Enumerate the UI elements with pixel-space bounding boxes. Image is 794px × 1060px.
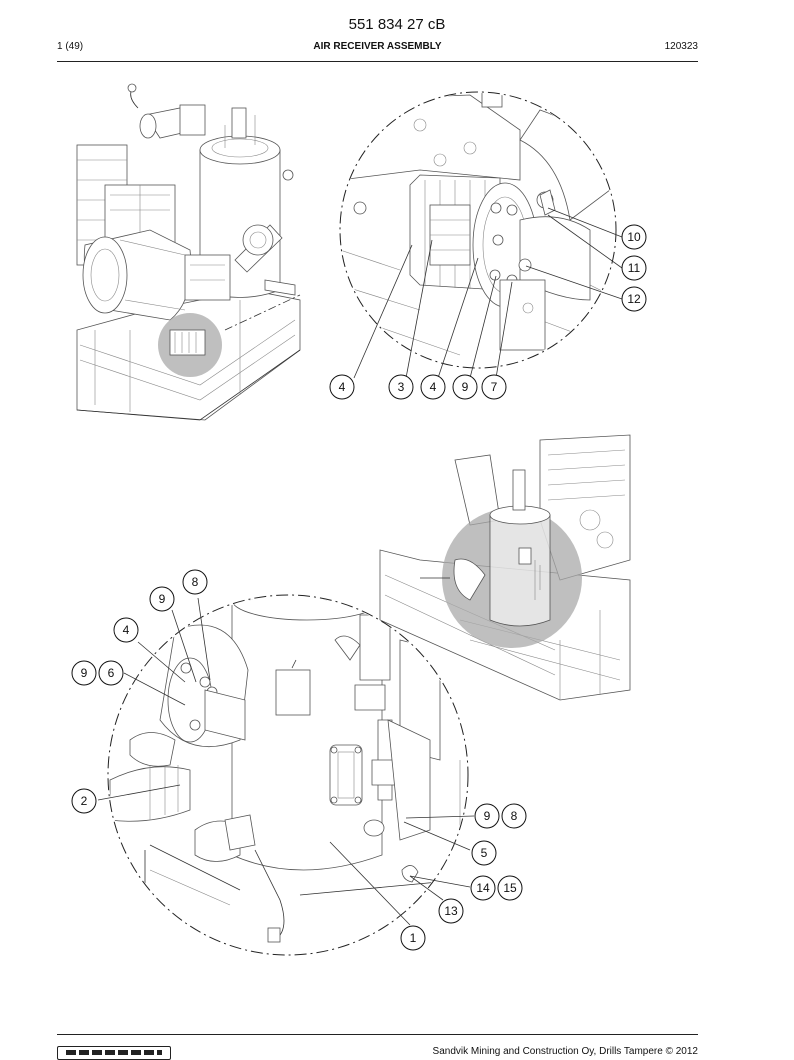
svg-text:5: 5 xyxy=(481,846,488,860)
header-divider xyxy=(57,61,698,62)
svg-text:10: 10 xyxy=(627,230,641,244)
callout-4[interactable]: 4 xyxy=(420,374,446,400)
date-code: 120323 xyxy=(664,41,698,52)
overview-top-left xyxy=(76,83,301,421)
callout-13[interactable]: 13 xyxy=(438,898,464,924)
svg-text:4: 4 xyxy=(339,380,346,394)
callout-11[interactable]: 11 xyxy=(621,255,647,281)
svg-text:7: 7 xyxy=(491,380,498,394)
callout-14[interactable]: 14 xyxy=(470,875,496,901)
svg-text:15: 15 xyxy=(503,881,517,895)
document-number: 551 834 27 cB xyxy=(348,16,446,33)
svg-text:11: 11 xyxy=(628,261,641,275)
page-count: 1 (49) xyxy=(57,41,84,52)
svg-text:13: 13 xyxy=(444,904,458,918)
svg-text:1: 1 xyxy=(410,931,417,945)
overview-middle-right xyxy=(379,434,631,701)
svg-text:3: 3 xyxy=(398,380,405,394)
footer-copyright: Sandvik Mining and Construction Oy, Dril… xyxy=(432,1046,698,1057)
svg-text:14: 14 xyxy=(476,881,490,895)
footer-divider xyxy=(57,1034,698,1035)
detail-view-upper xyxy=(339,91,623,379)
callout-1[interactable]: 1 xyxy=(400,925,426,951)
svg-text:4: 4 xyxy=(430,380,437,394)
svg-text:8: 8 xyxy=(192,575,199,589)
detail-view-lower xyxy=(97,594,475,956)
callout-3[interactable]: 3 xyxy=(388,374,414,400)
callouts-upper: 10 11 12 4 3 4 9 7 xyxy=(329,224,647,400)
svg-text:8: 8 xyxy=(511,809,518,823)
callout-9[interactable]: 9 xyxy=(452,374,478,400)
callout-15[interactable]: 15 xyxy=(497,875,523,901)
brand-logo xyxy=(57,1046,171,1060)
callout-4[interactable]: 4 xyxy=(113,617,139,643)
callout-7[interactable]: 7 xyxy=(481,374,507,400)
callout-10[interactable]: 10 xyxy=(621,224,647,250)
callout-2[interactable]: 2 xyxy=(71,788,97,814)
svg-text:6: 6 xyxy=(108,666,115,680)
svg-text:12: 12 xyxy=(627,292,641,306)
callout-4[interactable]: 4 xyxy=(329,374,355,400)
page-header: 1 (49) AIR RECEIVER ASSEMBLY 120323 xyxy=(57,41,698,55)
callout-6[interactable]: 6 xyxy=(98,660,124,686)
callout-9[interactable]: 9 xyxy=(149,586,175,612)
callout-8[interactable]: 8 xyxy=(182,569,208,595)
svg-text:9: 9 xyxy=(159,592,166,606)
callout-9[interactable]: 9 xyxy=(474,803,500,829)
svg-text:9: 9 xyxy=(81,666,88,680)
callout-8[interactable]: 8 xyxy=(501,803,527,829)
callouts-lower: 8 9 4 9 6 2 9 8 5 14 15 13 1 xyxy=(71,569,527,951)
svg-text:9: 9 xyxy=(484,809,491,823)
page-title: AIR RECEIVER ASSEMBLY xyxy=(313,41,442,52)
svg-text:2: 2 xyxy=(81,794,88,808)
callout-12[interactable]: 12 xyxy=(621,286,647,312)
svg-text:4: 4 xyxy=(123,623,130,637)
callout-9[interactable]: 9 xyxy=(71,660,97,686)
svg-text:9: 9 xyxy=(462,380,469,394)
callout-5[interactable]: 5 xyxy=(471,840,497,866)
